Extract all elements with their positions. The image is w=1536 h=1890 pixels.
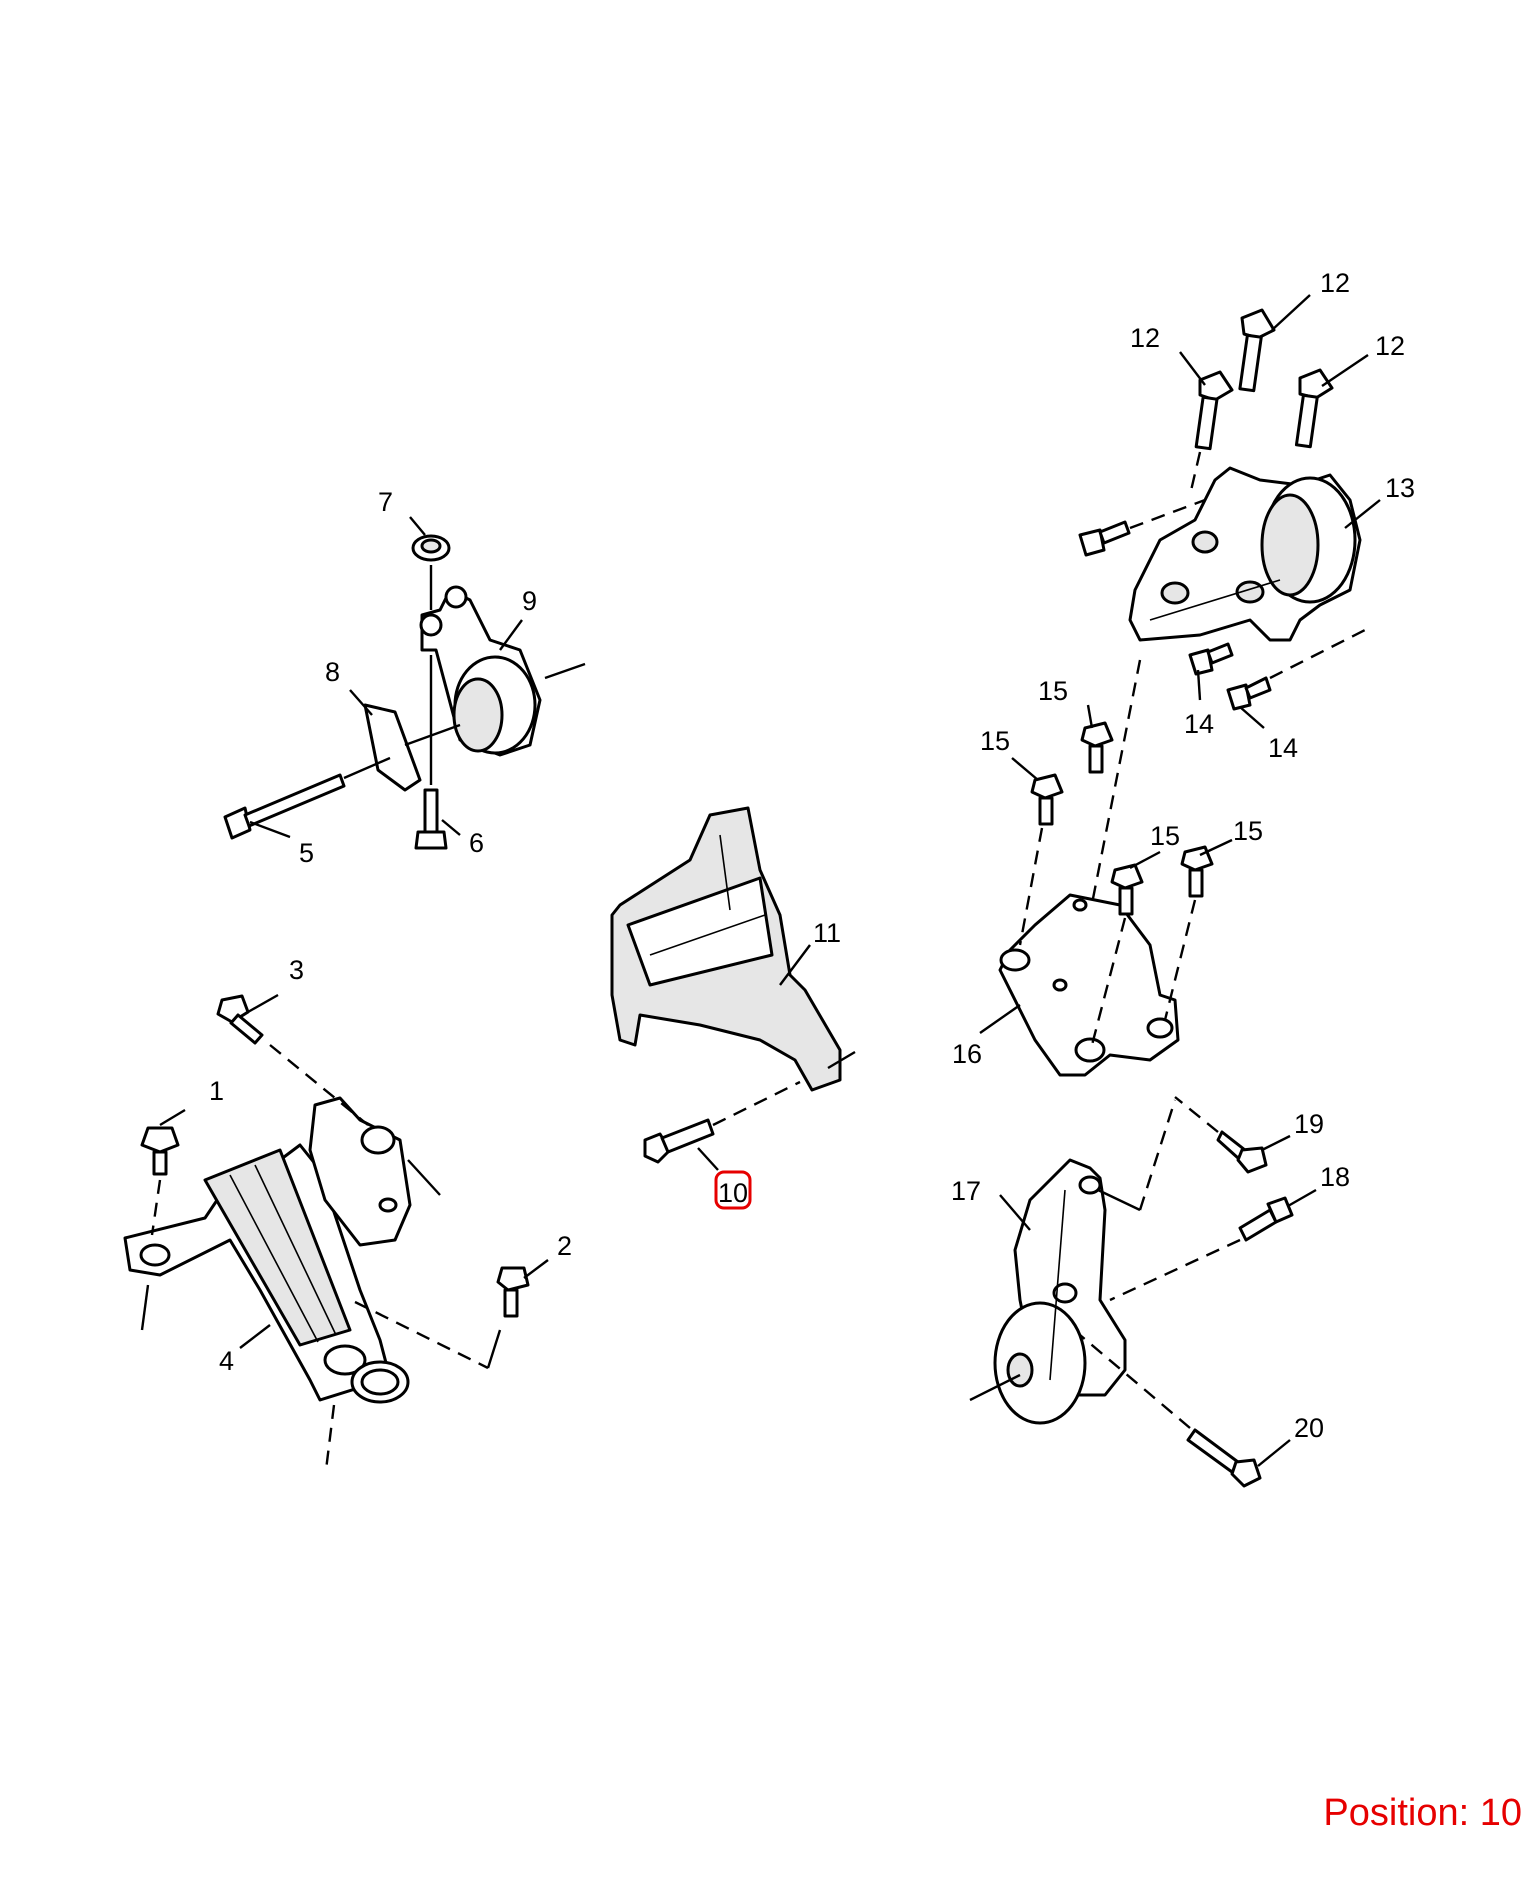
part-15-bolt-d[interactable] <box>1180 845 1214 898</box>
part-14-bolt-lower-right[interactable] <box>1226 676 1272 711</box>
callout-12-right[interactable]: 12 <box>1375 331 1405 361</box>
callout-14-right[interactable]: 14 <box>1268 733 1298 763</box>
mount-assembly-upper-left <box>223 534 586 850</box>
callout-2[interactable]: 2 <box>557 1231 572 1261</box>
position-indicator: Position: 10 <box>1323 1792 1522 1834</box>
part-1-bolt[interactable] <box>140 1126 180 1176</box>
callout-10-highlighted[interactable]: 10 <box>714 1170 752 1210</box>
part-7-nut[interactable] <box>411 534 451 562</box>
part-5-bolt[interactable] <box>223 773 346 840</box>
part-10-bolt[interactable] <box>643 1118 715 1164</box>
callout-20[interactable]: 20 <box>1294 1413 1324 1443</box>
part-18-bolt[interactable] <box>1238 1196 1294 1242</box>
callout-15-right[interactable]: 15 <box>1233 816 1263 846</box>
callout-6[interactable]: 6 <box>469 828 484 858</box>
callout-9[interactable]: 9 <box>522 586 537 616</box>
part-17-bushing <box>993 1301 1087 1425</box>
part-16-bracket[interactable] <box>998 893 1180 1077</box>
part-19-bolt[interactable] <box>1216 1130 1268 1174</box>
callout-4[interactable]: 4 <box>219 1346 234 1376</box>
mount-assembly-centre <box>610 806 856 1164</box>
part-8-plate[interactable] <box>363 703 422 792</box>
callout-12-left[interactable]: 12 <box>1130 323 1160 353</box>
part-15-bolt-b[interactable] <box>1080 721 1114 774</box>
callout-15-left[interactable]: 15 <box>980 726 1010 756</box>
callout-11[interactable]: 11 <box>813 918 841 948</box>
part-9-stud-hole <box>419 613 443 637</box>
callout-1[interactable]: 1 <box>209 1076 224 1106</box>
part-9-bushing-bore <box>452 677 504 753</box>
callout-10[interactable]: 10 <box>718 1178 748 1208</box>
leader-lines <box>159 294 1381 1467</box>
callout-3[interactable]: 3 <box>289 955 304 985</box>
callout-labels: 1 2 3 4 5 6 7 8 9 10 11 12 12 12 13 14 1… <box>209 268 1415 1443</box>
mount-assembly-lower-right <box>969 1096 1294 1488</box>
part-15-bolt-a[interactable] <box>1030 773 1064 826</box>
part-14-bolt-lower-left[interactable] <box>1188 642 1234 676</box>
callout-16[interactable]: 16 <box>952 1039 982 1069</box>
part-4-ribs <box>203 1148 352 1347</box>
part-12-bolt-left[interactable] <box>1194 370 1234 451</box>
callout-19[interactable]: 19 <box>1294 1109 1324 1139</box>
part-6-bolt[interactable] <box>414 788 448 850</box>
callout-8[interactable]: 8 <box>325 657 340 687</box>
highlight-box <box>714 1170 752 1210</box>
part-15-bolt-c[interactable] <box>1110 863 1144 916</box>
callout-12-top[interactable]: 12 <box>1320 268 1350 298</box>
mount-assembly-lower-left <box>123 994 530 1471</box>
part-12-bolt-right[interactable] <box>1294 368 1334 449</box>
callout-15-top[interactable]: 15 <box>1038 676 1068 706</box>
callout-17[interactable]: 17 <box>951 1176 981 1206</box>
callout-15-middle[interactable]: 15 <box>1150 821 1180 851</box>
part-12-bolt-centre[interactable] <box>1238 308 1276 393</box>
callout-13[interactable]: 13 <box>1385 473 1415 503</box>
part-3-bolt[interactable] <box>216 994 264 1045</box>
part-20-bolt[interactable] <box>1186 1428 1262 1488</box>
part-14-bolt-upper[interactable] <box>1078 520 1131 557</box>
callout-18[interactable]: 18 <box>1320 1162 1350 1192</box>
callout-5[interactable]: 5 <box>299 838 314 868</box>
callout-7[interactable]: 7 <box>378 487 393 517</box>
callout-14-left[interactable]: 14 <box>1184 709 1214 739</box>
part-2-bolt[interactable] <box>496 1266 530 1318</box>
part-9-top-hole <box>444 585 468 609</box>
